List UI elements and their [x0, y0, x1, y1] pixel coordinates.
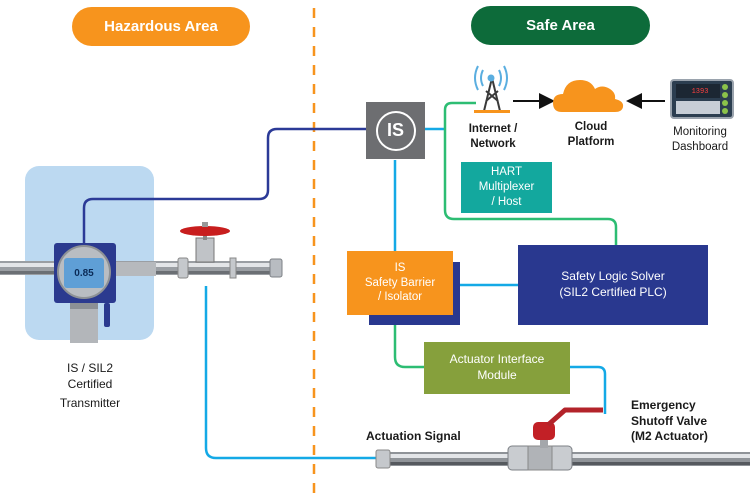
green-wire-network-to-plc: [443, 101, 618, 247]
cyan-wire-actuation-signal: [204, 286, 510, 460]
navy-wire-transmitter-to-is: [82, 127, 366, 244]
safety-barrier-box: IS Safety Barrier / Isolator: [347, 251, 453, 315]
tablet-dashboard-icon: 1393: [670, 79, 734, 119]
is-junction-box: IS: [366, 102, 425, 159]
internet-network-label: Internet / Network: [468, 123, 518, 150]
actuation-signal-label: Actuation Signal: [366, 429, 461, 443]
process-pipe-bottom: [375, 445, 750, 471]
ball-valve-icon: [533, 407, 603, 448]
transmitter-label: Transmitter: [59, 396, 121, 410]
actuator-interface-module-box: Actuator Interface Module: [424, 342, 570, 394]
gas-transmitter-icon: [54, 243, 156, 343]
svg-text:1393: 1393: [692, 88, 709, 96]
monitoring-dashboard-label: Monitoring Dashboard: [671, 126, 729, 153]
hazardous-area-label: Hazardous Area: [72, 7, 250, 46]
transmitter-certification-label: IS / SIL2 Certified: [66, 361, 114, 391]
hart-multiplexer-box: HART Multiplexer / Host: [461, 162, 552, 213]
antenna-tower-icon: [474, 65, 510, 113]
cyan-wire-actuator-to-valve: [570, 365, 607, 414]
cloud-platform-label: Cloud Platform: [567, 121, 615, 148]
emergency-shutoff-valve-label: Emergency Shutoff Valve (M2 Actuator): [631, 398, 708, 444]
is-badge-circle: IS: [375, 110, 416, 151]
globe-valve-icon: [180, 222, 230, 263]
transmitter-display-value: 0.85: [74, 268, 94, 279]
safe-area-label: Safe Area: [471, 6, 650, 45]
green-wire-barrier-to-actuator: [393, 325, 426, 369]
safety-logic-solver-box: Safety Logic Solver (SIL2 Certified PLC): [518, 245, 708, 325]
cloud-icon: [553, 80, 624, 112]
